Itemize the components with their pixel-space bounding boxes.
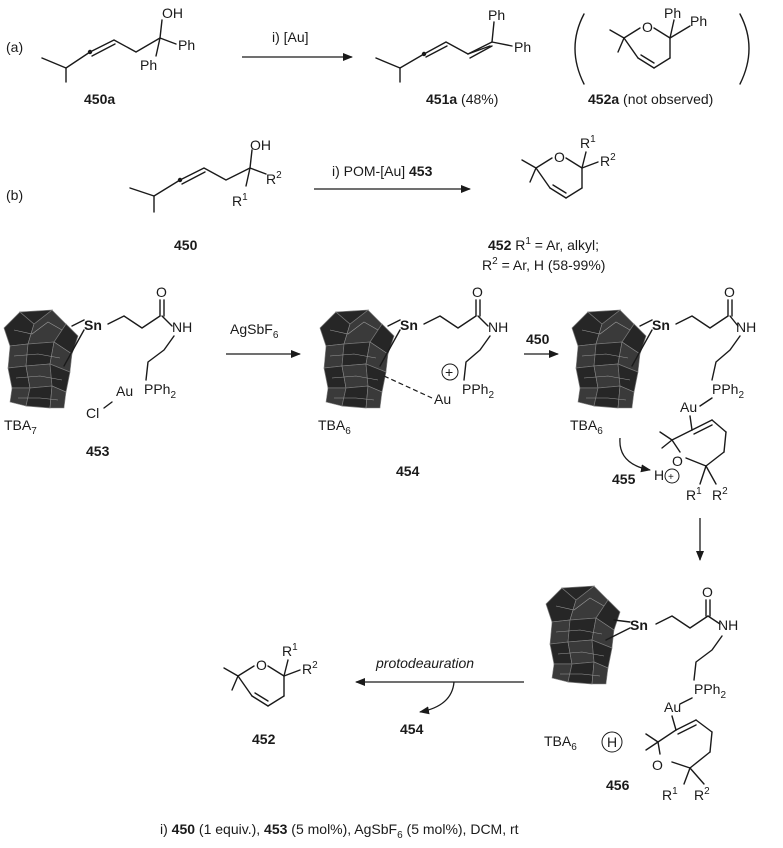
complex-454: Sn O NH + PPh2 Au TBA6 [318, 284, 508, 437]
oh-group: OH [162, 5, 183, 21]
phosphine: PPh2 [462, 381, 494, 401]
amide-nh: NH [172, 319, 192, 335]
ring-oxygen: O [652, 757, 663, 773]
tin-atom: Sn [400, 317, 418, 333]
tin-atom: Sn [652, 317, 670, 333]
amide-nh: NH [718, 617, 738, 633]
ph-group: Ph [664, 5, 681, 21]
product-451a-caption: 451a (48%) [426, 91, 498, 107]
compound-id-455: 455 [612, 471, 636, 487]
yield: (48%) [461, 91, 498, 107]
panel-b-label: (b) [6, 187, 23, 203]
r2-group: R2 [600, 152, 616, 169]
step-label: protodeauration [375, 655, 474, 671]
ph-group: Ph [690, 13, 707, 29]
compound-id-453: 453 [86, 443, 110, 459]
compound-id-450: 450 [174, 237, 198, 253]
ph-group: Ph [140, 57, 157, 73]
molecule-451a: Ph Ph [375, 7, 531, 83]
r1-group: R1 [282, 642, 298, 659]
counterion: TBA6 [544, 733, 577, 753]
ring-oxygen: O [672, 453, 683, 469]
note: (not observed) [623, 91, 713, 107]
ph-group: Ph [488, 7, 505, 23]
counterion: TBA6 [570, 417, 603, 437]
panel-a-label: (a) [6, 39, 23, 55]
oxonium-h: H [654, 467, 664, 483]
compound-id-452a: 452a [588, 91, 619, 107]
r2-group: R2 [266, 170, 282, 187]
r2-group: R2 [712, 486, 728, 503]
compound-id-452: 452 [252, 731, 276, 747]
ring-oxygen: O [554, 149, 565, 165]
conditions-footnote: i) 450 (1 equiv.), 453 (5 mol%), AgSbF6 … [160, 821, 519, 841]
r2-group: R2 [694, 786, 710, 803]
carbonyl-oxygen: O [702, 584, 713, 600]
compound-id-456: 456 [606, 777, 630, 793]
r1-group: R1 [686, 486, 702, 503]
carbonyl-oxygen: O [156, 284, 167, 300]
r2-group: R2 [302, 660, 318, 677]
tin-atom: Sn [630, 617, 648, 633]
compound-id-450a: 450a [84, 91, 115, 107]
oh-group: OH [250, 137, 271, 153]
released-catalyst: 454 [400, 721, 424, 737]
au-pom-interaction [383, 375, 433, 399]
ring-oxygen: O [256, 657, 267, 673]
gold-atom: Au [116, 383, 133, 399]
step-reagent: 450 [526, 331, 550, 347]
cation-charge [441, 363, 459, 381]
amide-nh: NH [736, 319, 756, 335]
carbonyl-oxygen: O [724, 284, 735, 300]
byproduct-452a-caption: 452a (not observed) [588, 91, 713, 107]
molecule-450a: OH Ph Ph [41, 5, 195, 83]
gold-atom: Au [664, 699, 681, 715]
complex-455: Sn O NH PPh2 Au TBA6 O H + R1 R2 [570, 284, 756, 503]
complex-453: Sn O NH PPh2 Au Cl TBA7 [3, 284, 192, 437]
carbonyl-oxygen: O [472, 284, 483, 300]
pom-cluster [571, 309, 647, 409]
curved-arrow [419, 681, 455, 715]
counterion: TBA6 [318, 417, 351, 437]
molecule-452-final: O R1 R2 [223, 642, 318, 707]
proton-marker [601, 731, 623, 753]
gold-atom: Au [434, 391, 451, 407]
product-452-caption-line1: 452 R1 = Ar, alkyl; [488, 236, 599, 253]
arrow-reagent: i) [Au] [272, 29, 309, 45]
phosphine: PPh2 [694, 681, 726, 701]
r1-group: R1 [662, 786, 678, 803]
compound-id-454: 454 [396, 463, 420, 479]
chloride: Cl [86, 405, 99, 421]
plus-sign: + [668, 472, 674, 483]
pom-cluster [319, 309, 395, 409]
pom-cluster [545, 585, 621, 685]
molecule-450: OH R2 R1 [129, 137, 282, 213]
tin-atom: Sn [84, 317, 102, 333]
complex-456: Sn O NH PPh2 Au TBA6 H O R1 R2 [544, 584, 738, 803]
oxonium-charge [664, 468, 680, 484]
gold-atom: Au [680, 399, 697, 415]
ph-group: Ph [514, 39, 531, 55]
left-bracket [574, 13, 585, 85]
compound-id-451a: 451a [426, 91, 457, 107]
right-bracket [739, 13, 750, 85]
plus-sign: + [445, 364, 453, 380]
pom-cluster [3, 309, 79, 409]
molecule-452a: O Ph Ph [609, 5, 707, 69]
arrow-reagent: i) POM-[Au] 453 [332, 163, 433, 179]
ph-group: Ph [178, 37, 195, 53]
amide-nh: NH [488, 319, 508, 335]
molecule-452: O R1 R2 [521, 134, 616, 199]
phosphine: PPh2 [712, 381, 744, 401]
phosphine: PPh2 [144, 381, 176, 401]
step-reagent: AgSbF6 [230, 321, 279, 341]
curved-arrow [619, 437, 651, 473]
r1-group: R1 [580, 134, 596, 151]
counterion: TBA7 [4, 417, 37, 437]
proton-h: H [607, 734, 617, 750]
r1-group: R1 [232, 192, 248, 209]
ring-oxygen: O [642, 19, 653, 35]
product-452-caption-line2: R2 = Ar, H (58-99%) [482, 256, 605, 273]
